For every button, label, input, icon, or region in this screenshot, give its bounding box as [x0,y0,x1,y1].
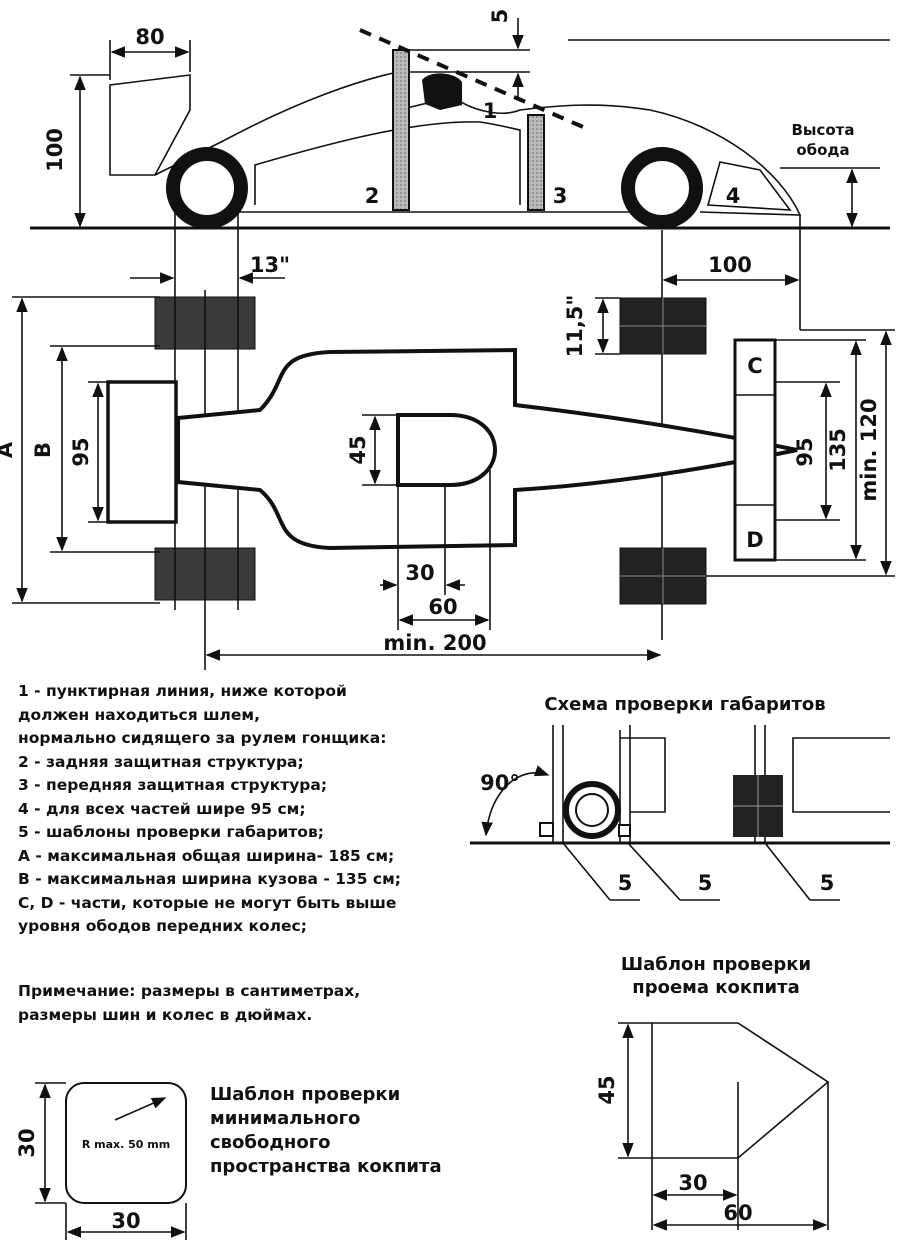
note-line: Примечание: размеры в сантиметрах, [18,982,361,1000]
item-2-label: 2 [365,184,380,208]
front-wing [706,161,792,211]
item-1-label: 1 [483,99,498,123]
check-scheme: Схема проверки габаритов 90° 5 5 5 [470,694,890,901]
side-panel [254,121,521,205]
note: Примечание: размеры в сантиметрах, разме… [18,980,488,1027]
space-template-title-3: свободного [210,1132,330,1153]
legend-line: A - максимальная общая ширина- 185 см; [18,846,395,865]
rear-roll-structure [392,49,410,211]
rear-wing [109,74,191,176]
opening-template-shape [651,1022,830,1159]
helmet-icon [422,73,462,110]
cockpit-opening-template: Шаблон проверки проема кокпита 45 30 60 [595,954,830,1231]
front-wheel [621,147,703,229]
dim-a-label: A [0,441,17,458]
opening-dim-60: 60 [723,1201,752,1225]
dim-100-front: 100 [708,253,752,277]
legend-line: 1 - пунктирная линия, ниже которой [18,682,347,700]
legend-line: уровня ободов передних колес; [18,917,307,935]
angle-90-label: 90° [480,771,520,795]
item-4-label: 4 [726,184,741,208]
legend-line: 5 - шаблоны проверки габаритов; [18,823,324,841]
front-wing-plan [733,338,777,562]
dim-11-5: 11,5" [563,295,587,358]
opening-dim-45: 45 [595,1075,619,1104]
legend-line: 2 - задняя защитная структура; [18,752,304,771]
callout-5-3: 5 [820,871,835,895]
body-outline [224,71,802,216]
opening-dim-30: 30 [678,1171,707,1195]
space-template-title-1: Шаблон проверки [210,1084,400,1105]
dim-45: 45 [346,435,370,464]
space-template-shape [65,1082,187,1204]
legend-line: 4 - для всех частей шире 95 см; [18,799,306,818]
legend-line: B - максимальная ширина кузова - 135 см; [18,870,401,888]
dim-min-200: min. 200 [383,631,486,655]
dim-95-front: 95 [793,437,817,466]
plan-view: C D A B 95 45 11,5" 95 [0,290,895,670]
legend-line: нормально сидящего за рулем гонщика: [18,729,387,747]
legend-line: 3 - передняя защитная структура; [18,776,328,794]
tyre-13-label: 13" [250,253,290,277]
dim-95-rear: 95 [69,437,93,466]
wheel-profile [563,781,621,839]
legend-line: должен находиться шлем, [18,705,260,724]
rim-height-label-1: Высота [791,121,854,139]
callout-5-2: 5 [698,871,713,895]
space-dim-width: 30 [111,1209,140,1233]
opening-template-title-2: проема кокпита [632,977,799,998]
callout-5-1: 5 [618,871,633,895]
legend: 1 - пунктирная линия, ниже которой долже… [18,680,488,939]
dim-5: 5 [488,9,512,24]
space-template-title-2: минимального [210,1108,360,1129]
dim-min-120: min. 120 [857,398,881,501]
opening-template-title-1: Шаблон проверки [621,954,811,975]
dim-30-plan: 30 [405,561,434,585]
note-line: размеры шин и колес в дюймах. [18,1005,313,1024]
part-d-label: D [746,528,763,552]
space-dim-height: 30 [15,1128,39,1157]
dim-80: 80 [135,25,164,49]
cockpit-opening [396,413,497,487]
rear-wheel [166,147,248,229]
check-scheme-title: Схема проверки габаритов [544,694,825,715]
radius-label: R max. 50 mm [82,1138,170,1151]
space-template-title-4: пространства кокпита [210,1156,442,1177]
dim-100-height: 100 [43,128,67,172]
dim-b-label: B [31,442,55,458]
cockpit-space-template: R max. 50 mm 30 30 Шаблон проверки миним… [15,1082,442,1240]
part-c-label: C [747,354,762,378]
item-3-label: 3 [553,184,568,208]
side-view: 80 100 5 1 2 3 4 Высота обода 13" 100 [30,9,890,640]
front-roll-structure [527,114,545,211]
legend-line: C, D - части, которые не могут быть выше [18,893,397,912]
rear-wing-plan [106,380,178,524]
dim-135: 135 [826,428,850,472]
rim-height-label-2: обода [796,141,849,159]
dim-60-plan: 60 [428,595,457,619]
